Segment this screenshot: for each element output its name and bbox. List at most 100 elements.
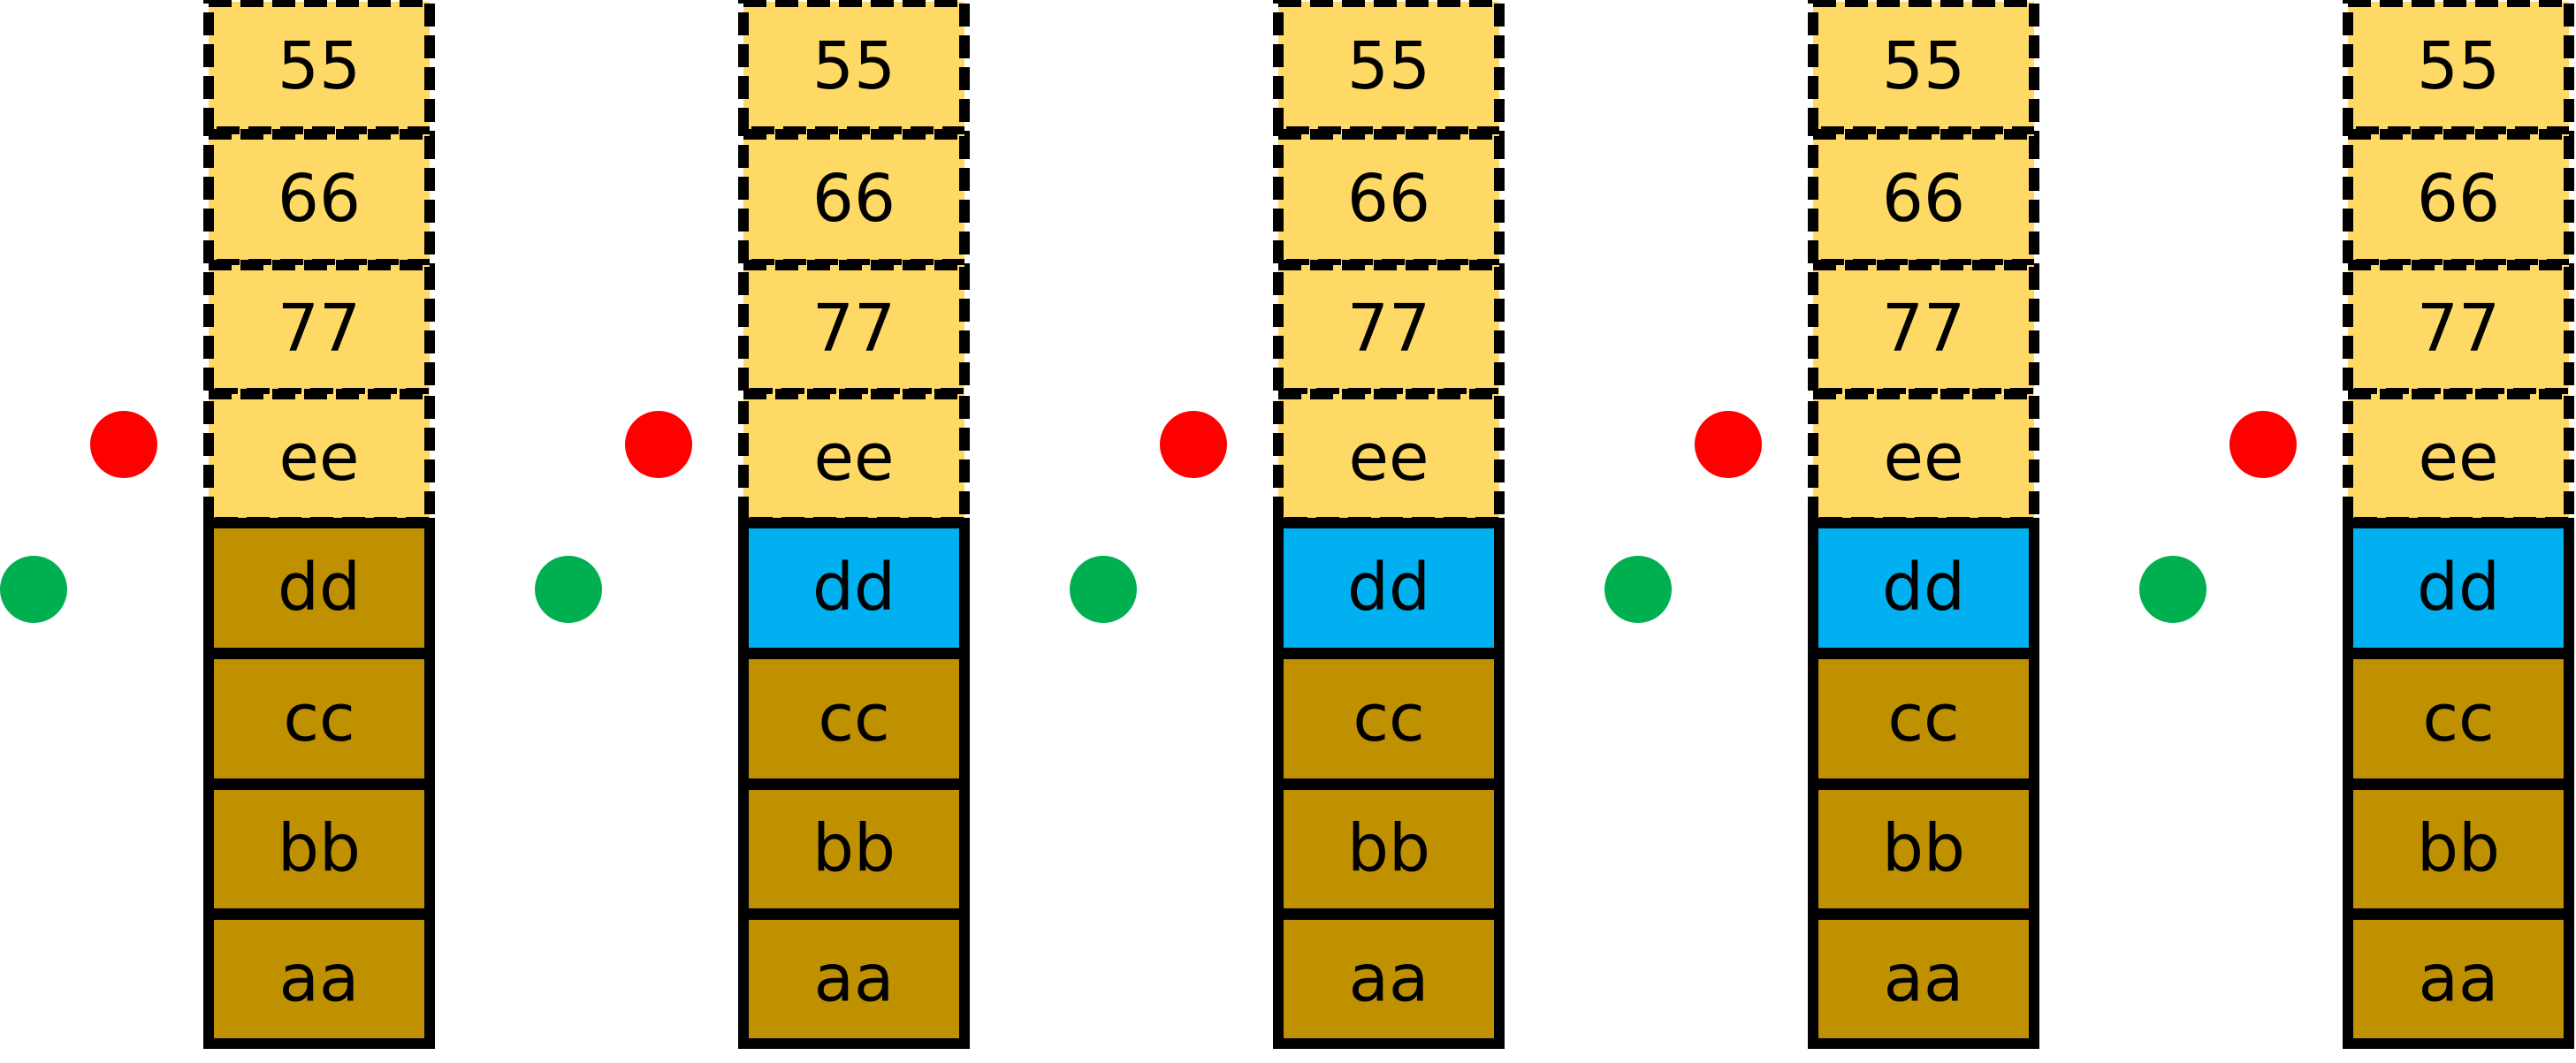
cell-label: ee [1883, 420, 1963, 496]
cell-box [2343, 909, 2574, 1049]
pending-cell-ee: ee [2343, 389, 2574, 528]
cell-label: ee [1348, 420, 1429, 496]
red-pointer-marker [1160, 411, 1227, 478]
committed-cell-bb: bb [738, 779, 970, 919]
pending-cell-77: 77 [738, 260, 970, 399]
green-pointer-marker [0, 556, 67, 623]
committed-cell-dd: dd [2343, 518, 2574, 658]
committed-cell-aa: aa [2343, 909, 2574, 1049]
cell-box [203, 389, 435, 528]
cell-box [1273, 909, 1505, 1049]
red-pointer-marker [90, 411, 157, 478]
cell-box [2343, 518, 2574, 658]
cell-label: 55 [812, 28, 896, 104]
red-pointer-marker [625, 411, 692, 478]
committed-cell-cc: cc [1808, 649, 2039, 789]
cell-box [203, 909, 435, 1049]
cell-box [738, 260, 970, 399]
cell-box [1808, 0, 2039, 137]
cell-box [1273, 649, 1505, 789]
cell-label: 55 [278, 28, 361, 104]
cell-label: 77 [812, 291, 896, 367]
cell-label: 77 [2417, 291, 2500, 367]
cell-label: bb [2417, 811, 2500, 887]
pending-cell-55: 55 [738, 0, 970, 137]
committed-cell-dd: dd [1273, 518, 1505, 658]
cell-label: aa [279, 941, 360, 1017]
cell-box [1808, 909, 2039, 1049]
cell-label: 55 [1882, 28, 1965, 104]
cell-label: 77 [1347, 291, 1430, 367]
committed-cell-dd: dd [1808, 518, 2039, 658]
cell-box [2343, 779, 2574, 919]
green-pointer-marker [1070, 556, 1137, 623]
committed-cell-cc: cc [738, 649, 970, 789]
green-pointer-marker [535, 556, 602, 623]
cell-label: 77 [1882, 291, 1965, 367]
cell-box [738, 779, 970, 919]
cell-box [738, 129, 970, 270]
pending-cell-77: 77 [1808, 260, 2039, 399]
pending-cell-55: 55 [1808, 0, 2039, 137]
cell-label: bb [278, 811, 361, 887]
cell-label: cc [1353, 680, 1424, 756]
cell-box [203, 518, 435, 658]
cell-label: 66 [1347, 161, 1430, 237]
pending-cell-55: 55 [2343, 0, 2574, 137]
pending-cell-ee: ee [738, 389, 970, 528]
cell-label: 55 [1347, 28, 1430, 104]
stack-5: 55 66 77 ee dd cc bb aa [2139, 0, 2574, 1049]
cell-box [1808, 649, 2039, 789]
pending-cell-55: 55 [1273, 0, 1505, 137]
cell-label: 66 [2417, 161, 2500, 237]
pending-cell-ee: ee [1808, 389, 2039, 528]
cell-label: ee [2418, 420, 2498, 496]
pending-cell-77: 77 [203, 260, 435, 399]
pending-cell-ee: ee [203, 389, 435, 528]
pending-cell-ee: ee [1273, 389, 1505, 528]
red-pointer-marker [1695, 411, 1762, 478]
pending-cell-77: 77 [1273, 260, 1505, 399]
cell-box [1808, 779, 2039, 919]
pending-cell-66: 66 [203, 129, 435, 270]
cell-label: bb [812, 811, 896, 887]
cell-label: 66 [812, 161, 896, 237]
cell-label: ee [278, 420, 359, 496]
cell-box [738, 909, 970, 1049]
cell-label: aa [1349, 941, 1429, 1017]
cell-label: dd [278, 550, 361, 626]
cell-label: dd [1347, 550, 1430, 626]
cell-label: 55 [2417, 28, 2500, 104]
committed-cell-cc: cc [203, 649, 435, 789]
committed-cell-bb: bb [1273, 779, 1505, 919]
committed-cell-aa: aa [203, 909, 435, 1049]
cell-label: 77 [278, 291, 361, 367]
committed-cell-dd: dd [738, 518, 970, 658]
cell-box [203, 649, 435, 789]
committed-cell-bb: bb [1808, 779, 2039, 919]
committed-cell-bb: bb [2343, 779, 2574, 919]
cell-label: cc [1887, 680, 1959, 756]
committed-cell-dd: dd [203, 518, 435, 658]
cell-label: dd [2417, 550, 2500, 626]
cell-label: cc [283, 680, 354, 756]
cell-label: aa [814, 941, 895, 1017]
stack-1: 55 66 77 ee dd cc bb aa [0, 0, 435, 1049]
committed-cell-bb: bb [203, 779, 435, 919]
committed-cell-aa: aa [1808, 909, 2039, 1049]
cell-label: bb [1347, 811, 1430, 887]
cell-label: 66 [278, 161, 361, 237]
cell-label: cc [2422, 680, 2494, 756]
pending-cell-77: 77 [2343, 260, 2574, 399]
pending-cell-66: 66 [738, 129, 970, 270]
red-pointer-marker [2229, 411, 2297, 478]
pending-cell-66: 66 [1273, 129, 1505, 270]
cell-label: dd [1882, 550, 1965, 626]
committed-cell-cc: cc [2343, 649, 2574, 789]
cell-box [1808, 518, 2039, 658]
committed-cell-aa: aa [1273, 909, 1505, 1049]
cell-box [203, 129, 435, 270]
